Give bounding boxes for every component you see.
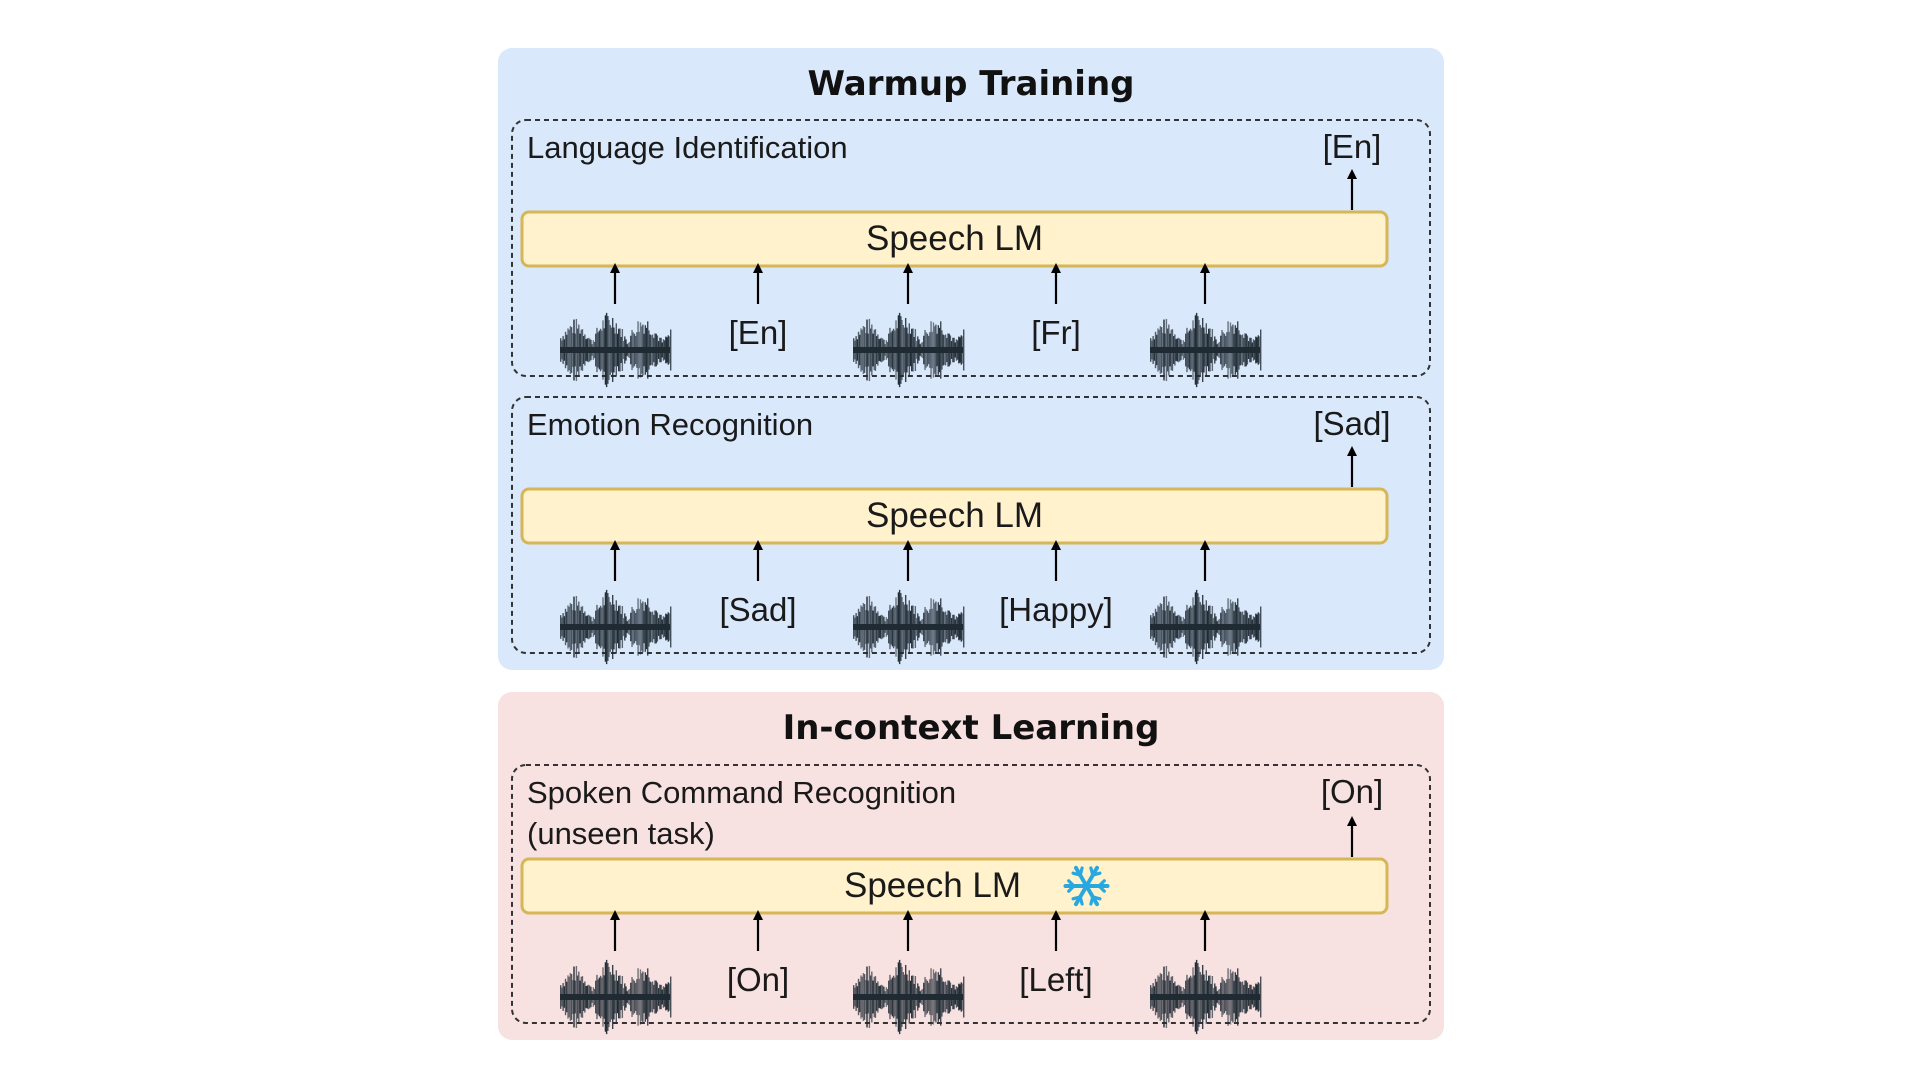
speech-lm-label: Speech LM bbox=[866, 219, 1043, 258]
demo-label: [On] bbox=[727, 961, 789, 998]
panel-title: In-context Learning bbox=[783, 708, 1160, 748]
speech-lm-box bbox=[520, 210, 1389, 268]
task-border bbox=[511, 764, 1431, 1024]
task-label: Emotion Recognition bbox=[527, 407, 813, 442]
demo-label: [Fr] bbox=[1031, 314, 1080, 351]
task-label: (unseen task) bbox=[527, 816, 715, 851]
output-label: [Sad] bbox=[1313, 405, 1390, 442]
demo-label: [Happy] bbox=[999, 591, 1113, 628]
panel-title: Warmup Training bbox=[807, 64, 1134, 104]
speech-lm-box bbox=[520, 487, 1389, 545]
task-border bbox=[511, 396, 1431, 654]
output-label: [En] bbox=[1323, 128, 1382, 165]
snowflake-icon bbox=[1063, 865, 1110, 907]
task-box: Emotion Recognition [Sad] Speech LM [Sad] [H… bbox=[511, 396, 1431, 665]
task-label: Language Identification bbox=[527, 130, 848, 165]
task-box: Spoken Command Recognition (unseen task) [… bbox=[511, 764, 1431, 1035]
speech-lm-box bbox=[520, 857, 1389, 915]
task-border bbox=[511, 119, 1431, 377]
demo-label: [Left] bbox=[1019, 961, 1092, 998]
demo-label: [Sad] bbox=[719, 591, 796, 628]
speech-lm-label: Speech LM bbox=[866, 496, 1043, 535]
speech-lm-label: Speech LM bbox=[844, 866, 1021, 905]
demo-label: [En] bbox=[729, 314, 788, 351]
output-label: [On] bbox=[1321, 773, 1383, 810]
task-box: Language Identification [En] Speech LM [En]… bbox=[511, 119, 1431, 388]
task-label: Spoken Command Recognition bbox=[527, 775, 956, 810]
